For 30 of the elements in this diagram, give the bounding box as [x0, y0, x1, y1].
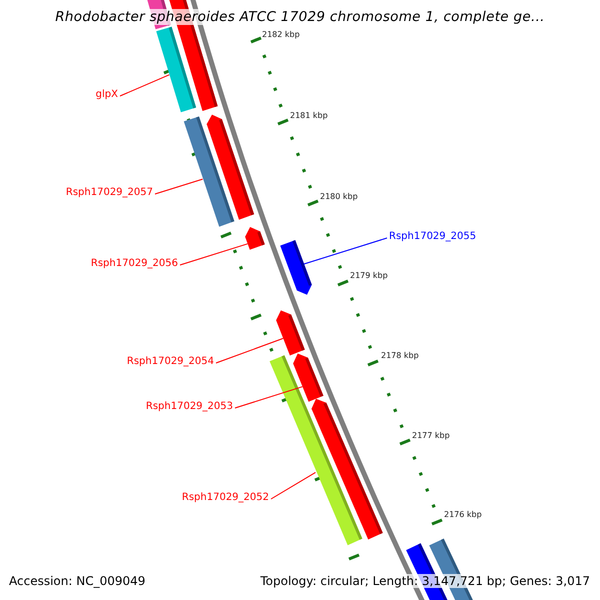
leader-line [180, 243, 248, 266]
gene-label: Rsph17029_2057 [66, 187, 153, 199]
accession-text: Accession: NC_009049 [9, 574, 146, 588]
leader-line [270, 472, 316, 500]
gene-label: glpX [96, 89, 118, 101]
gene-segment [280, 240, 312, 295]
scale-label: 2177 kbp [412, 431, 450, 441]
leader-line [154, 178, 204, 194]
title: Rhodobacter sphaeroides ATCC 17029 chromosome 1, complete ge... [54, 9, 546, 26]
scale-label: 2176 kbp [444, 510, 482, 520]
scale-label: 2180 kbp [320, 192, 358, 202]
leader-line [304, 238, 388, 264]
leader-line [216, 338, 284, 364]
gene-label: Rsph17029_2055 [389, 231, 476, 243]
gene-segment [156, 26, 196, 112]
leader-line [234, 386, 303, 408]
gene-label: Rsph17029_2054 [126, 356, 214, 368]
scale-label: 2182 kbp [262, 30, 300, 40]
scale-label: 2181 kbp [290, 111, 328, 121]
gene-segment [276, 310, 305, 356]
gene-segment [184, 116, 234, 227]
gene-label: Rsph17029_2053 [146, 401, 233, 413]
gene-segment [245, 227, 265, 250]
scale-label: 2178 kbp [381, 351, 419, 361]
leader-line [120, 74, 170, 96]
scale-label: 2179 kbp [350, 271, 388, 281]
gene-label: Rsph17029_2052 [182, 492, 269, 504]
gene-segment [270, 355, 362, 546]
summary-text: Topology: circular; Length: 3,147,721 bp; Genes: 3,017 [260, 574, 590, 588]
gene-label: Rsph17029_2056 [90, 258, 178, 270]
